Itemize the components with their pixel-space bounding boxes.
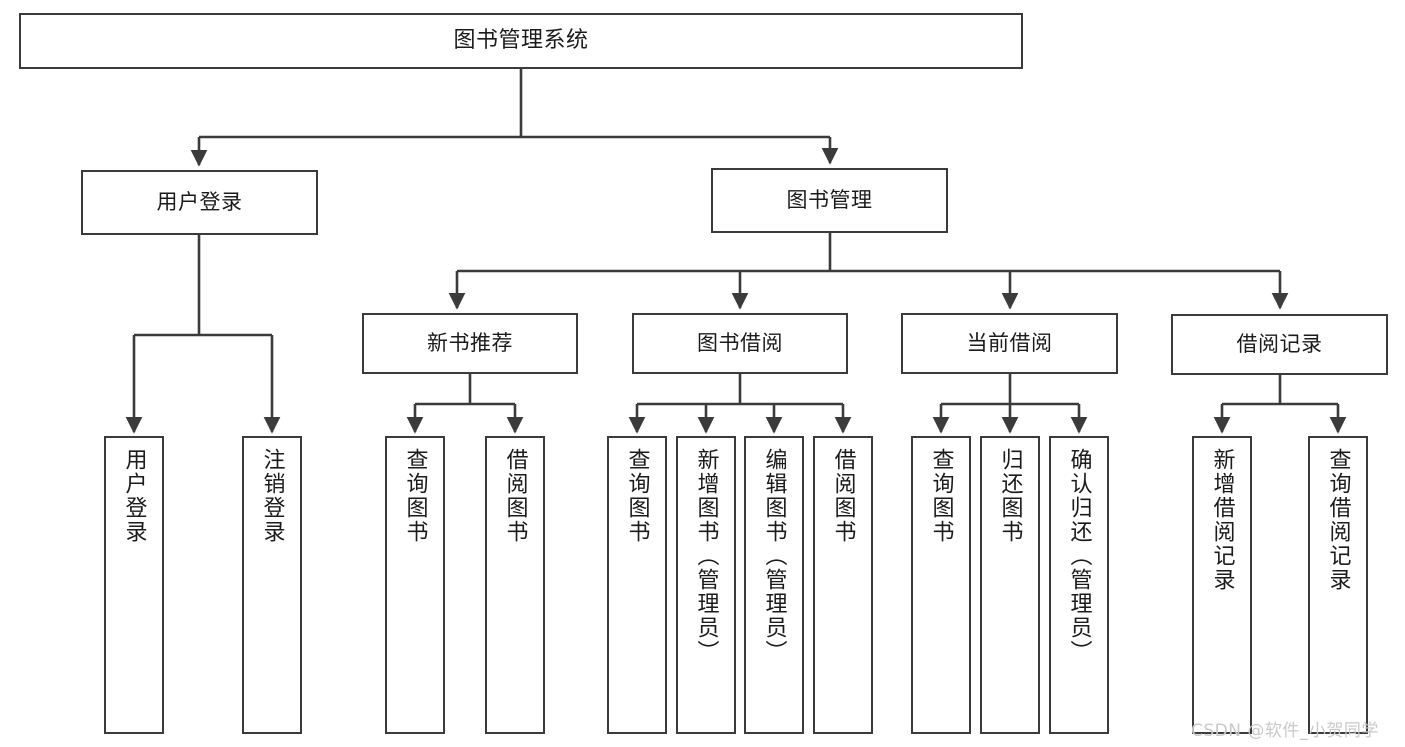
leaf-edit-book-admin[interactable]: 编辑图书（管理员） — [744, 436, 804, 734]
leaf-add-borrow-record[interactable]: 新增借阅记录 — [1192, 436, 1252, 734]
leaf-query-book-recommend[interactable]: 查询图书 — [385, 436, 445, 734]
node-label: 借阅记录 — [1236, 332, 1323, 357]
node-label: 查询图书 — [928, 448, 954, 544]
node-book-borrow[interactable]: 图书借阅 — [632, 313, 848, 374]
leaf-borrow-book-recommend[interactable]: 借阅图书 — [485, 436, 545, 734]
node-label: 用户登录 — [156, 190, 243, 215]
leaf-query-borrow-record[interactable]: 查询借阅记录 — [1308, 436, 1368, 734]
node-label: 归还图书 — [997, 448, 1023, 544]
node-label: 图书管理系统 — [453, 28, 589, 54]
node-label: 注销登录 — [259, 448, 285, 544]
node-label: 查询图书 — [402, 448, 428, 544]
node-root-system[interactable]: 图书管理系统 — [19, 13, 1023, 69]
node-label: 图书借阅 — [697, 331, 783, 356]
node-label: 当前借阅 — [966, 331, 1053, 356]
leaf-logout[interactable]: 注销登录 — [242, 436, 302, 734]
node-label: 查询图书 — [624, 448, 650, 544]
leaf-query-book-borrow[interactable]: 查询图书 — [607, 436, 667, 734]
node-new-book-recommend[interactable]: 新书推荐 — [362, 313, 578, 374]
leaf-add-book-admin[interactable]: 新增图书（管理员） — [676, 436, 736, 734]
node-label: 编辑图书（管理员） — [761, 448, 787, 664]
node-label: 图书管理 — [786, 188, 873, 213]
node-label: 确认归还（管理员） — [1066, 448, 1092, 664]
node-label: 借阅图书 — [830, 448, 856, 544]
leaf-borrow-book[interactable]: 借阅图书 — [813, 436, 873, 734]
leaf-query-book-current[interactable]: 查询图书 — [911, 436, 971, 734]
node-label: 借阅图书 — [502, 448, 528, 544]
node-label: 新增借阅记录 — [1209, 448, 1235, 592]
leaf-return-book[interactable]: 归还图书 — [980, 436, 1040, 734]
node-book-management[interactable]: 图书管理 — [711, 168, 948, 233]
node-label: 查询借阅记录 — [1325, 448, 1351, 592]
leaf-confirm-return-admin[interactable]: 确认归还（管理员） — [1049, 436, 1109, 734]
node-label: 新书推荐 — [427, 331, 513, 356]
node-label: 用户登录 — [121, 448, 147, 544]
node-label: 新增图书（管理员） — [693, 448, 719, 664]
leaf-user-login[interactable]: 用户登录 — [104, 436, 164, 734]
node-user-login[interactable]: 用户登录 — [81, 170, 318, 235]
node-borrow-records[interactable]: 借阅记录 — [1171, 314, 1388, 375]
node-current-borrow[interactable]: 当前借阅 — [901, 313, 1118, 374]
